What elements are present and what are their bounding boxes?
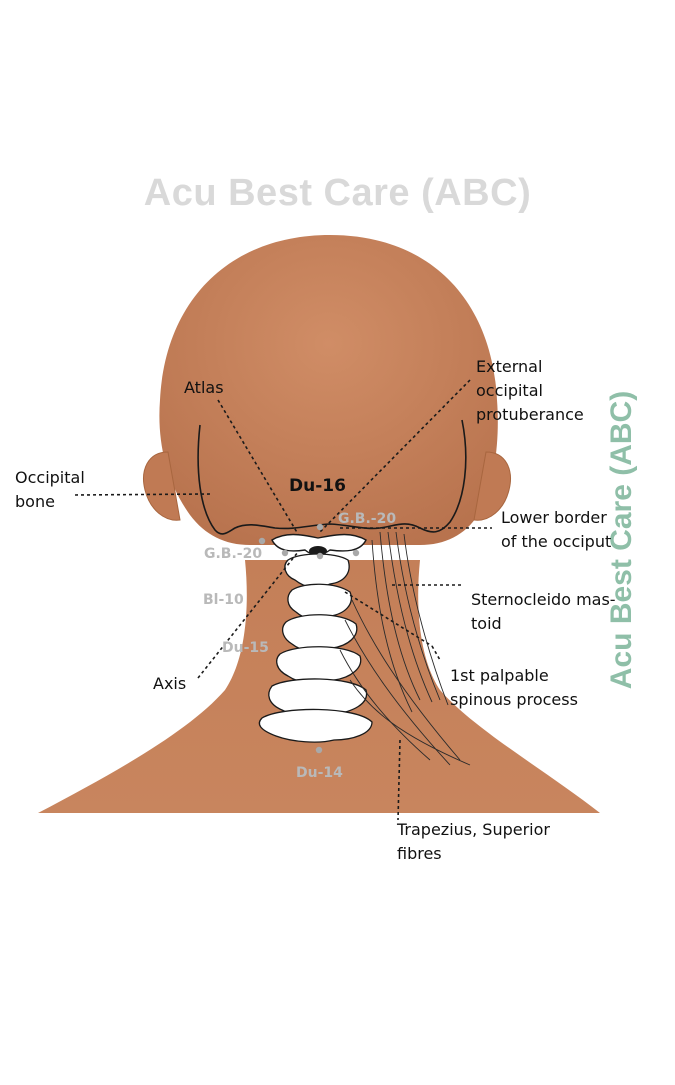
cervical-spine [258,553,373,743]
point-label-gb20-right: G.B.-20 [338,511,397,527]
du16-marker [316,523,324,531]
point-label-bl10: Bl-10 [203,592,244,608]
label-first-palpable-spinous-process: 1st palpable spinous process [450,666,578,709]
atlas-vertebra [271,533,367,556]
point-label-du14: Du-14 [296,765,343,781]
label-axis: Axis [153,674,187,693]
bl10-marker [281,549,289,557]
label-lower-border-occiput: Lower border of the occiput [501,508,612,551]
point-label-du16: Du-16 [289,476,346,496]
gb20-left-marker [258,537,266,545]
leader-lines [74,379,492,821]
acupoint-markers [258,523,360,754]
label-atlas: Atlas [184,378,224,397]
point-label-du15: Du-15 [222,640,269,656]
gb20-right-marker [352,549,360,557]
head [159,235,498,545]
label-occipital-bone: Occipital bone [15,468,85,511]
left-ear [143,451,181,521]
label-trapezius-superior-fibres: Trapezius, Superior fibres [397,820,550,863]
point-label-gb20-left: G.B.-20 [204,546,263,562]
du14-marker [315,746,323,754]
label-external-occipital-protuberance: External occipital protuberance [476,357,584,424]
du15-marker [316,552,324,560]
watermark-top: Acu Best Care (ABC) [143,172,532,214]
right-ear [473,451,511,521]
neck-muscle-fibres [339,531,471,766]
occipital-bone-outline [197,419,467,535]
label-sternocleidomastoid: Sternocleido mas- toid [471,590,616,633]
